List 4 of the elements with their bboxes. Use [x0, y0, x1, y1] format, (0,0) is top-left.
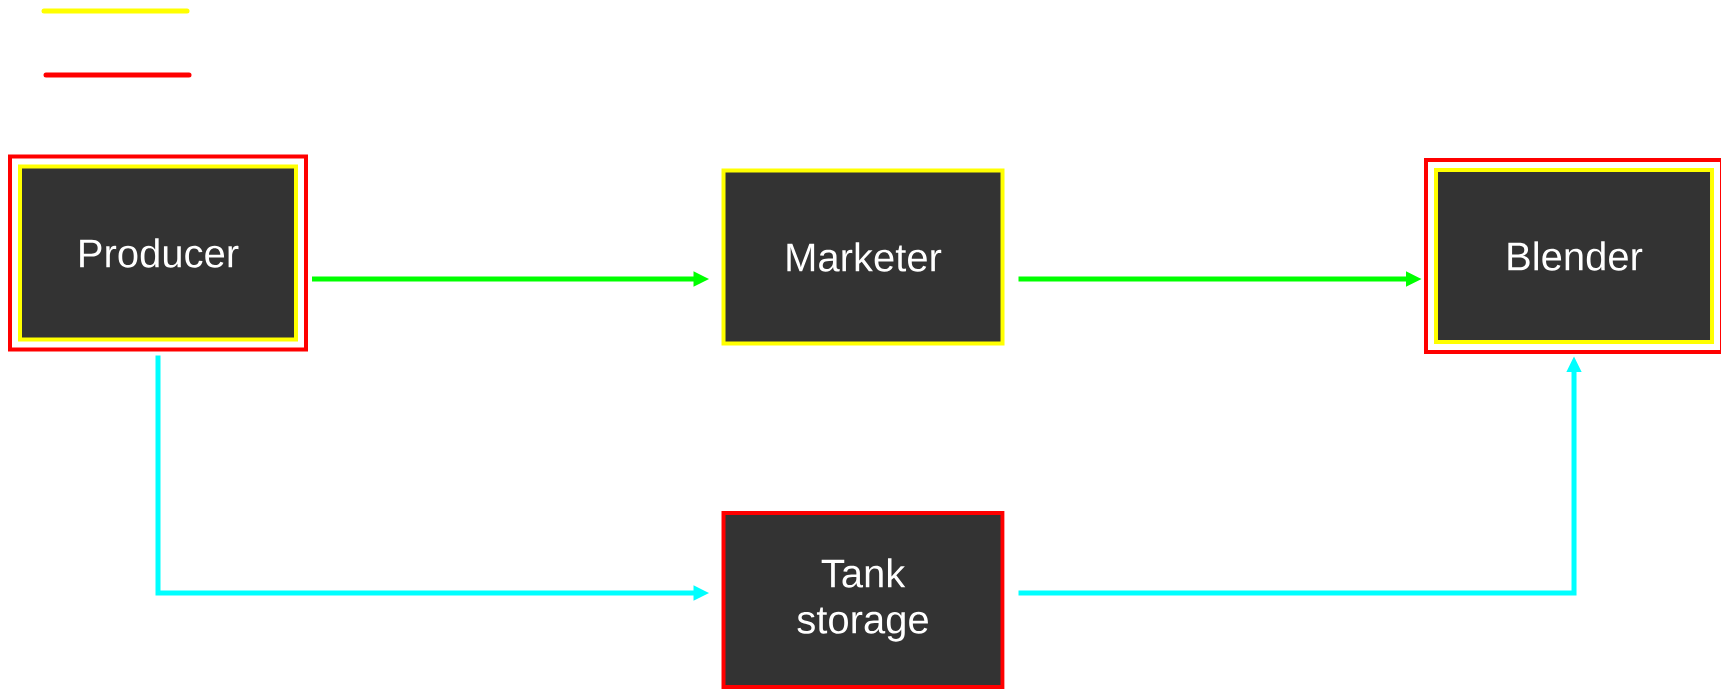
process-box: Tank storage [721, 511, 1005, 689]
process-box: Producer [8, 154, 308, 352]
process-box: Marketer [721, 168, 1005, 346]
process-box: Blender [1424, 158, 1721, 354]
